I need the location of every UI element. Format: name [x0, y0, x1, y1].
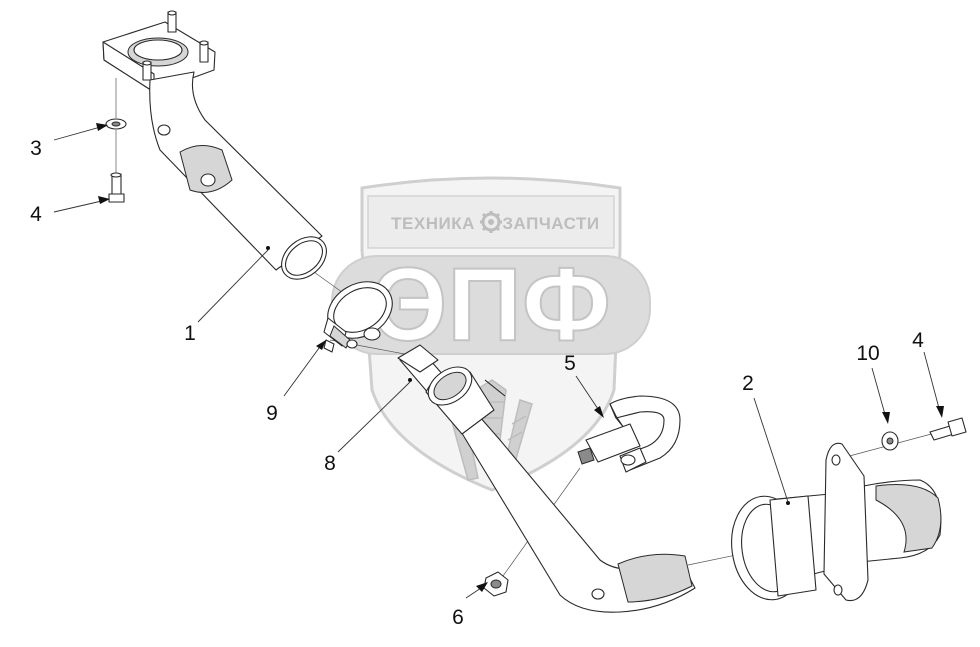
watermark-text-left: ТЕХНИКА: [391, 214, 475, 233]
watermark: ТЕХНИКА ЗАПЧАСТИ ЭПФ: [331, 176, 651, 492]
callout-4-right: 4: [912, 329, 924, 352]
watermark-text-right: ЗАПЧАСТИ: [502, 214, 599, 233]
part-4-bolt-lower: [929, 417, 967, 441]
callout-10: 10: [856, 342, 879, 365]
callouts: 1 2 3 4 4 5 6 8 9 10: [30, 137, 924, 629]
part-8-intermediate-pipe: [397, 344, 696, 613]
part-9-clamp: [323, 281, 393, 353]
callout-9: 9: [266, 402, 278, 425]
part-2-rear-pipe: [731, 442, 942, 602]
part-10-washer: [881, 431, 899, 451]
callout-8: 8: [324, 452, 336, 475]
leader-lines: [53, 123, 944, 599]
part-1-exhaust-pipe: [102, 10, 327, 280]
callout-4-left: 4: [30, 203, 42, 226]
gear-icon: [480, 211, 502, 233]
part-4-bolt-upper: [108, 172, 125, 203]
callout-6: 6: [452, 606, 464, 629]
part-5-u-bracket: [577, 395, 681, 473]
part-3-washer: [105, 118, 127, 130]
callout-1: 1: [184, 322, 196, 345]
watermark-big-text: ЭПФ: [373, 247, 611, 363]
callout-2: 2: [742, 372, 754, 395]
callout-3: 3: [30, 137, 42, 160]
callout-5: 5: [564, 352, 576, 375]
part-6-nut: [483, 571, 509, 597]
